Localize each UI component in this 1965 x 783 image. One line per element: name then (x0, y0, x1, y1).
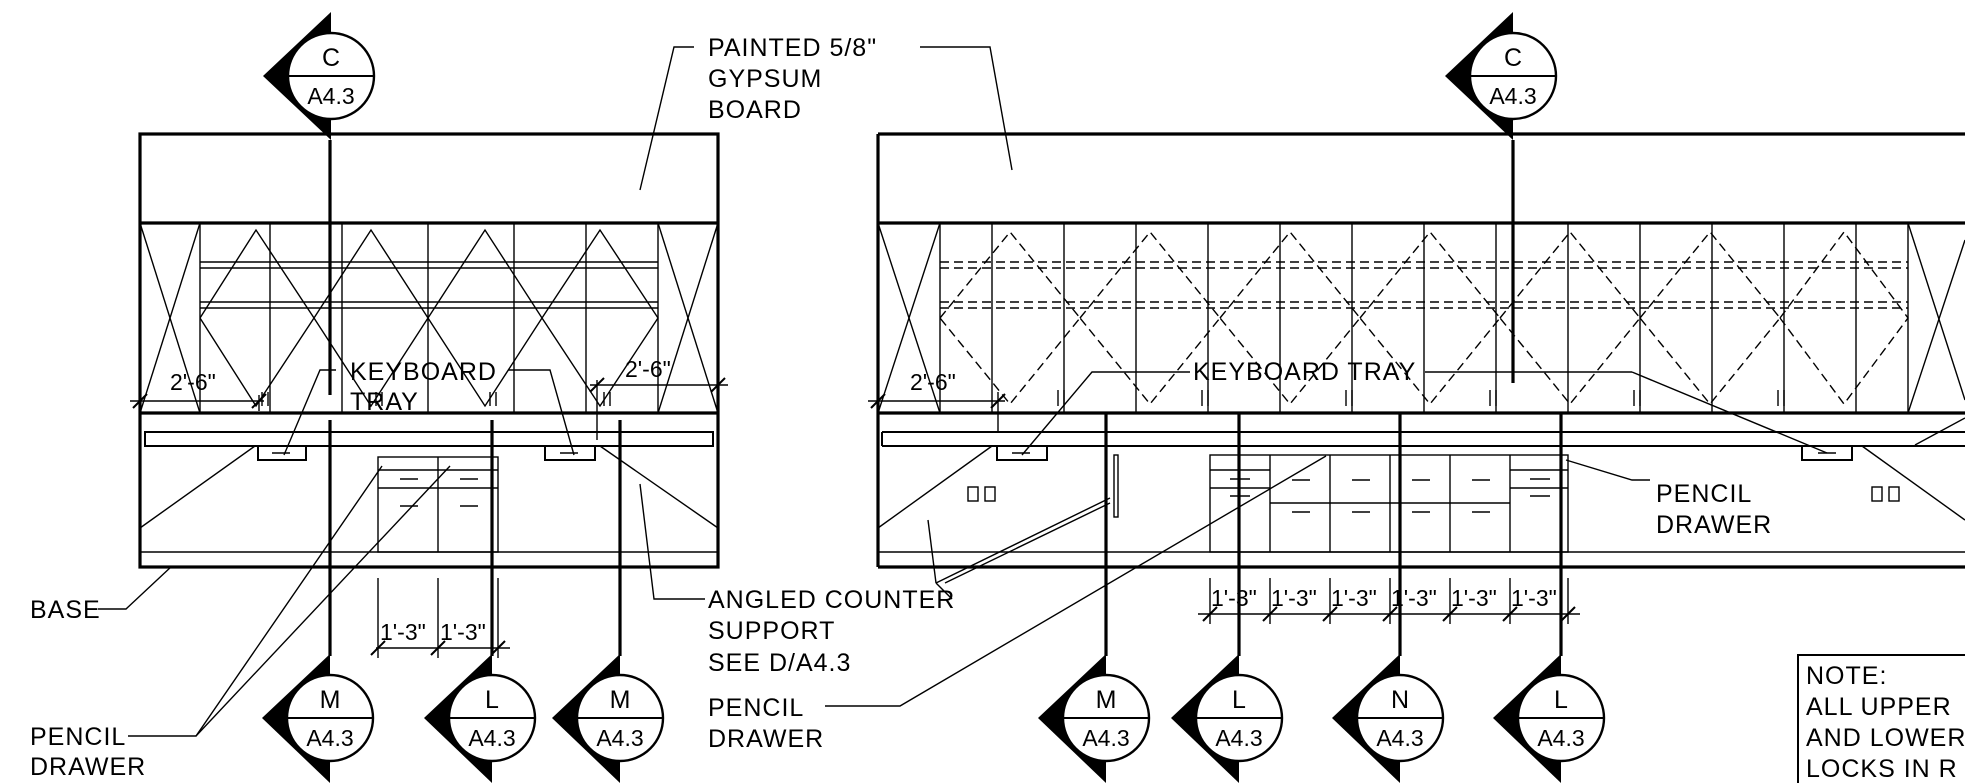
section-marker-top-right: C A4.3 (1445, 12, 1558, 140)
marker-letter: N (1391, 686, 1409, 714)
section-marker-bottom-2: L A4.3 (424, 654, 537, 783)
pencil-drawer-center-line2: DRAWER (708, 725, 824, 753)
general-note-line3: LOCKS IN R (1806, 755, 1958, 783)
marker-sheet: A4.3 (1082, 725, 1129, 751)
marker-sheet: A4.3 (307, 83, 354, 109)
right-upper-cabinets (877, 222, 1965, 414)
marker-letter: L (485, 686, 499, 714)
leader-lines (98, 46, 1965, 737)
gypsum-note-line2: GYPSUM (708, 65, 822, 93)
right-drawer-block (1209, 454, 1569, 553)
angled-support-note-line3: SEE D/A4.3 (708, 649, 851, 677)
drawing-notes: PAINTED 5/8" GYPSUM BOARD KEYBOARD TRAY … (30, 34, 1772, 781)
keyboard-tray-left-line1: KEYBOARD (350, 358, 497, 386)
keyboard-tray-right: KEYBOARD TRAY (1193, 358, 1416, 386)
marker-sheet: A4.3 (596, 725, 643, 751)
dim-right-a: 2'-6" (910, 369, 956, 395)
angled-support-note-line2: SUPPORT (708, 617, 835, 645)
marker-sheet: A4.3 (306, 725, 353, 751)
general-note-line2: AND LOWER (1806, 724, 1965, 752)
dim-lower-right-2: 1'-3" (1271, 585, 1317, 611)
section-marker-bottom-6: N A4.3 (1332, 654, 1445, 783)
general-note-title: NOTE: (1806, 662, 1887, 690)
section-marker-bottom-4: M A4.3 (1038, 654, 1151, 783)
section-marker-bottom-7: L A4.3 (1493, 654, 1606, 783)
keyboard-tray-left-line2: TRAY (350, 388, 419, 416)
right-keyboard-tray-1 (996, 445, 1048, 461)
marker-letter: M (320, 686, 341, 714)
left-upper-cabinets (139, 222, 719, 414)
dimension-text: 2'-6" 2'-6" 2'-6" 1'-3" 1'-3" 1'-3" 1'-3… (170, 356, 1557, 645)
marker-sheet: A4.3 (468, 725, 515, 751)
left-countertop (144, 431, 714, 447)
section-marker-top-left: C A4.3 (263, 12, 376, 140)
marker-sheet: A4.3 (1489, 83, 1536, 109)
dimension-lines (130, 377, 1580, 658)
gypsum-note-line1: PAINTED 5/8" (708, 34, 877, 62)
dim-left-a: 2'-6" (170, 369, 216, 395)
dim-lower-right-5: 1'-3" (1451, 585, 1497, 611)
marker-letter: L (1232, 686, 1246, 714)
right-elevation (876, 132, 1965, 656)
dim-lower-right-4: 1'-3" (1391, 585, 1437, 611)
left-elevation-outline (138, 132, 720, 569)
pencil-drawer-right-line2: DRAWER (1656, 511, 1772, 539)
marker-sheet: A4.3 (1376, 725, 1423, 751)
section-marker-bottom-5: L A4.3 (1171, 654, 1284, 783)
pencil-drawer-left-line2: DRAWER (30, 753, 146, 781)
left-elevation (138, 132, 720, 656)
section-marker-bottom-1: M A4.3 (262, 654, 375, 783)
pencil-drawer-center-line1: PENCIL (708, 694, 804, 722)
marker-sheet: A4.3 (1537, 725, 1584, 751)
angled-support-note-line1: ANGLED COUNTER (708, 586, 955, 614)
dim-lower-right-3: 1'-3" (1331, 585, 1377, 611)
left-keyboard-tray-1 (257, 445, 307, 461)
marker-letter: C (322, 44, 340, 72)
pencil-drawer-left-line1: PENCIL (30, 723, 126, 751)
section-marker-bottom-3: M A4.3 (552, 654, 665, 783)
marker-letter: M (1096, 686, 1117, 714)
marker-letter: L (1554, 686, 1568, 714)
gypsum-note-line3: BOARD (708, 96, 802, 124)
dim-lower-left-1: 1'-3" (380, 619, 426, 645)
dim-lower-left-2: 1'-3" (440, 619, 486, 645)
dim-left-b: 2'-6" (625, 356, 671, 382)
general-note-line1: ALL UPPER (1806, 693, 1952, 721)
left-keyboard-tray-2 (544, 445, 596, 461)
marker-letter: M (610, 686, 631, 714)
general-note-box: NOTE: ALL UPPER AND LOWER LOCKS IN R (1797, 654, 1965, 783)
dim-lower-right-1: 1'-3" (1211, 585, 1257, 611)
left-drawer-block (377, 456, 499, 553)
dim-lower-right-6: 1'-3" (1511, 585, 1557, 611)
base-note: BASE (30, 596, 101, 624)
marker-sheet: A4.3 (1215, 725, 1262, 751)
marker-letter: C (1504, 44, 1522, 72)
pencil-drawer-right-line1: PENCIL (1656, 480, 1752, 508)
section-markers: C A4.3 C A4.3 M A4.3 L A4.3 (262, 12, 1606, 783)
right-keyboard-tray-2 (1801, 445, 1853, 461)
